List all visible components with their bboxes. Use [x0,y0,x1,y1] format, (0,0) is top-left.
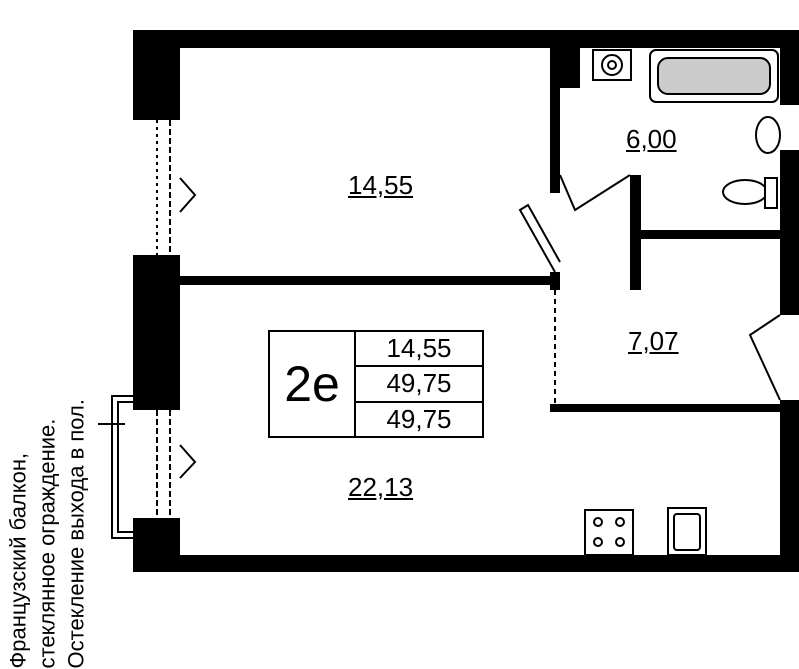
room-area-bedroom: 14,55 [348,170,414,200]
total-area: 49,75 [356,367,482,403]
floor-plan [98,30,799,572]
sink-icon [755,116,781,154]
walls [133,30,799,572]
total-area-with-balcony: 49,75 [386,403,452,434]
windows [98,120,197,539]
room-area-bathroom: 6,00 [626,124,677,154]
apartment-type: 2е [270,332,356,436]
room-area-kitchen-living: 22,13 [348,472,414,502]
room-area-hall: 7,07 [628,326,679,356]
toilet-icon [722,179,768,205]
doors [518,174,781,404]
living-area: 14,55 [356,332,482,368]
apartment-table: 2е 14,55 49,75 49,75 [268,330,484,438]
fixtures [584,49,781,556]
stove-icon [584,509,634,556]
